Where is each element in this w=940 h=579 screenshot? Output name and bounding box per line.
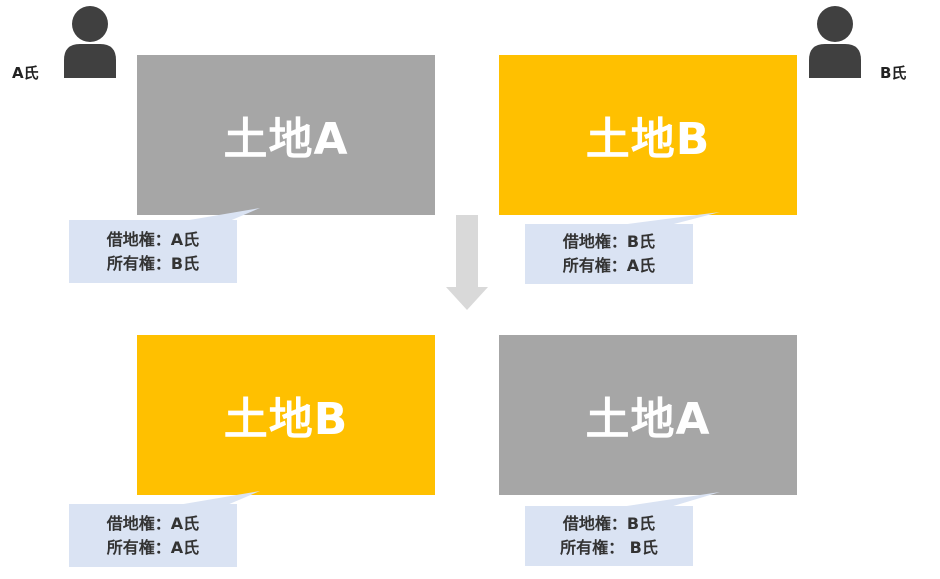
- rights-callout-land-a-before: 借地権：A氏 所有権：B氏: [69, 220, 237, 283]
- lease-right-line: 借地権：B氏: [562, 514, 656, 533]
- down-arrow-icon: [446, 215, 488, 310]
- ownership-line: 所有権：B氏: [106, 253, 200, 273]
- land-a-box-before: 土地A: [137, 55, 435, 215]
- callout-tail-icon: [620, 212, 720, 225]
- ownership-line: 所有権：A氏: [562, 256, 656, 275]
- land-label: 土地B: [223, 394, 349, 445]
- land-label: 土地A: [223, 114, 349, 165]
- person-a-icon: [64, 6, 116, 78]
- land-label: 土地A: [585, 394, 711, 445]
- callout-tail-icon: [160, 491, 260, 508]
- rights-callout-land-a-after: 借地権：B氏 所有権： B氏: [525, 506, 693, 566]
- land-a-box-after: 土地A: [499, 335, 797, 495]
- land-b-box-before: 土地B: [499, 55, 797, 215]
- ownership-line: 所有権：A氏: [106, 537, 200, 557]
- rights-callout-land-b-after: 借地権：A氏 所有権：A氏: [69, 504, 237, 567]
- rights-callout-land-b-before: 借地権：B氏 所有権：A氏: [525, 224, 693, 284]
- lease-right-line: 借地権：A氏: [106, 513, 200, 533]
- lease-right-line: 借地権：A氏: [106, 229, 200, 249]
- person-b-icon: [809, 6, 861, 78]
- callout-tail-icon: [620, 492, 720, 507]
- person-a-label: A氏: [12, 64, 39, 82]
- lease-right-line: 借地権：B氏: [562, 232, 656, 251]
- ownership-line: 所有権： B氏: [560, 538, 658, 557]
- land-label: 土地B: [585, 114, 711, 165]
- land-b-box-after: 土地B: [137, 335, 435, 495]
- person-b-label: B氏: [880, 64, 907, 82]
